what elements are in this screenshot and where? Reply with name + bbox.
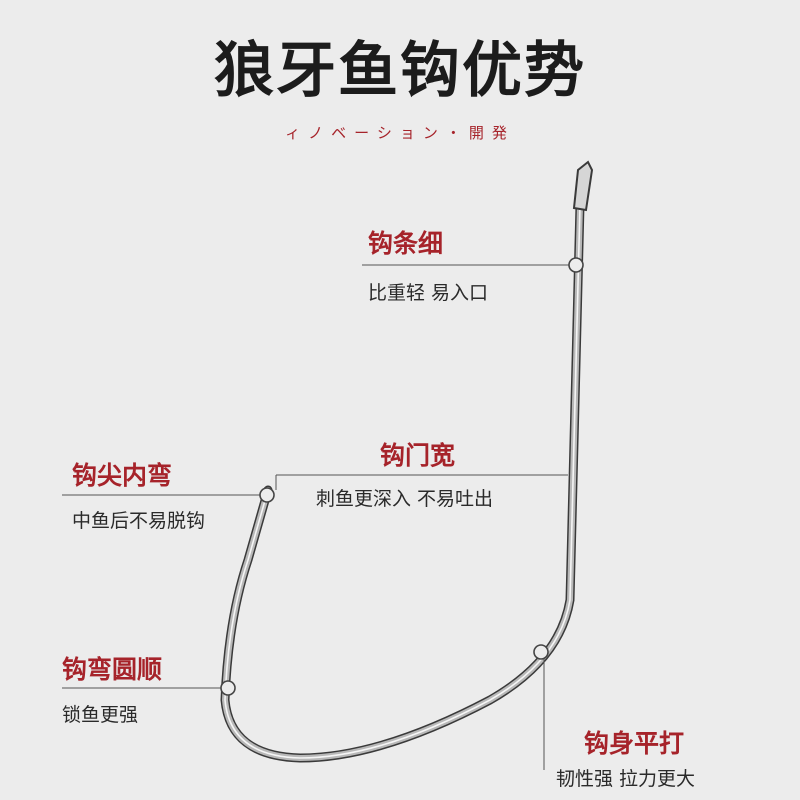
feature-desc-thin: 比重轻 易入口 <box>368 282 489 304</box>
page-subtitle: ィノベーション・開発 <box>285 124 515 142</box>
feature-label-thin: 钩条细 <box>368 229 444 258</box>
feature-desc-bend: 锁鱼更强 <box>62 704 139 726</box>
marker-tip <box>259 487 275 503</box>
feature-label-wide-gap: 钩门宽 <box>380 441 456 470</box>
page-title: 狼牙鱼钩优势 <box>214 36 586 106</box>
feature-label-body: 钩身平打 <box>584 729 685 758</box>
feature-desc-tip: 中鱼后不易脱钩 <box>72 510 206 532</box>
feature-label-bend: 钩弯圆顺 <box>62 655 163 684</box>
feature-label-tip: 钩尖内弯 <box>72 461 173 490</box>
feature-desc-wide-gap: 刺鱼更深入 不易吐出 <box>316 488 494 510</box>
hook-eye <box>572 160 594 212</box>
hook-shape <box>220 200 585 763</box>
marker-thin <box>568 257 584 273</box>
marker-body <box>533 644 549 660</box>
marker-bend <box>220 680 236 696</box>
feature-desc-body: 韧性强 拉力更大 <box>556 768 696 790</box>
marker-circles <box>220 257 584 696</box>
leader-lines <box>62 264 570 770</box>
